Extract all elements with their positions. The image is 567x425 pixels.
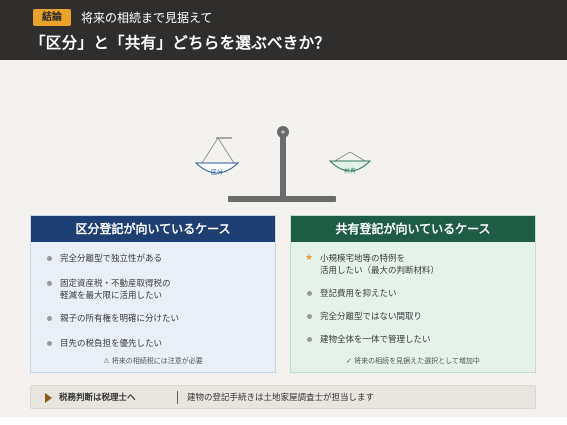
- division-card-list: 完全分離型で独立性がある 固定資産税・不動産取得税の 軽減を最大限に活用したい …: [45, 253, 267, 363]
- right-pan: [328, 160, 372, 172]
- footer-divider: [177, 391, 178, 404]
- list-item: 目先の税負担を優先したい: [45, 338, 267, 350]
- division-registration-card: 区分登記が向いているケース 完全分離型で独立性がある 固定資産税・不動産取得税の…: [30, 215, 276, 373]
- list-item: 登記費用を抑えたい: [305, 288, 527, 300]
- conclusion-badge: 結論: [33, 9, 71, 26]
- footer-note: 税務判断は税理士へ 建物の登記手続きは土地家屋調査士が担当します: [30, 385, 536, 409]
- list-item: 完全分離型で独立性がある: [45, 253, 267, 265]
- joint-card-title: 共有登記が向いているケース: [291, 216, 535, 242]
- right-pan-label: 共有: [344, 167, 356, 175]
- header-bar: 結論 将来の相続まで見据えて 「区分」と「共有」どちらを選ぶべきか？: [0, 0, 567, 60]
- list-item: 完全分離型ではない間取り: [305, 311, 527, 323]
- joint-card-list: 小規模宅地等の特例を 活用したい（最大の判断材料） 登記費用を抑えたい 完全分離…: [305, 252, 527, 357]
- list-item: 小規模宅地等の特例を 活用したい（最大の判断材料）: [305, 252, 527, 277]
- list-item: 固定資産税・不動産取得税の 軽減を最大限に活用したい: [45, 278, 267, 302]
- list-item: 建物全体を一体で管理したい: [305, 334, 527, 346]
- play-arrow-icon: [45, 393, 52, 403]
- scale-post: [280, 136, 286, 198]
- tax-advice-label: 税務判断は税理士へ: [59, 393, 136, 403]
- joint-card-footnote: ✓ 将来の相続を見据えた選択として増加中: [346, 357, 480, 365]
- left-pan: [194, 162, 240, 174]
- joint-registration-card: 共有登記が向いているケース 小規模宅地等の特例を 活用したい（最大の判断材料） …: [290, 215, 536, 373]
- page-title: 「区分」と「共有」どちらを選ぶべきか？: [30, 34, 331, 52]
- registration-note: 建物の登記手続きは土地家屋調査士が担当します: [187, 393, 375, 403]
- scale-base: [228, 196, 336, 202]
- division-card-footnote: ⚠ 将来の相続税には注意が必要: [103, 357, 203, 365]
- division-card-title: 区分登記が向いているケース: [31, 216, 275, 242]
- balance-scale-illustration: 区分 共有: [194, 126, 372, 202]
- list-item: 親子の所有権を明確に分けたい: [45, 313, 267, 325]
- header-subtitle: 将来の相続まで見据えて: [81, 11, 213, 25]
- left-pan-label: 区分: [211, 168, 223, 176]
